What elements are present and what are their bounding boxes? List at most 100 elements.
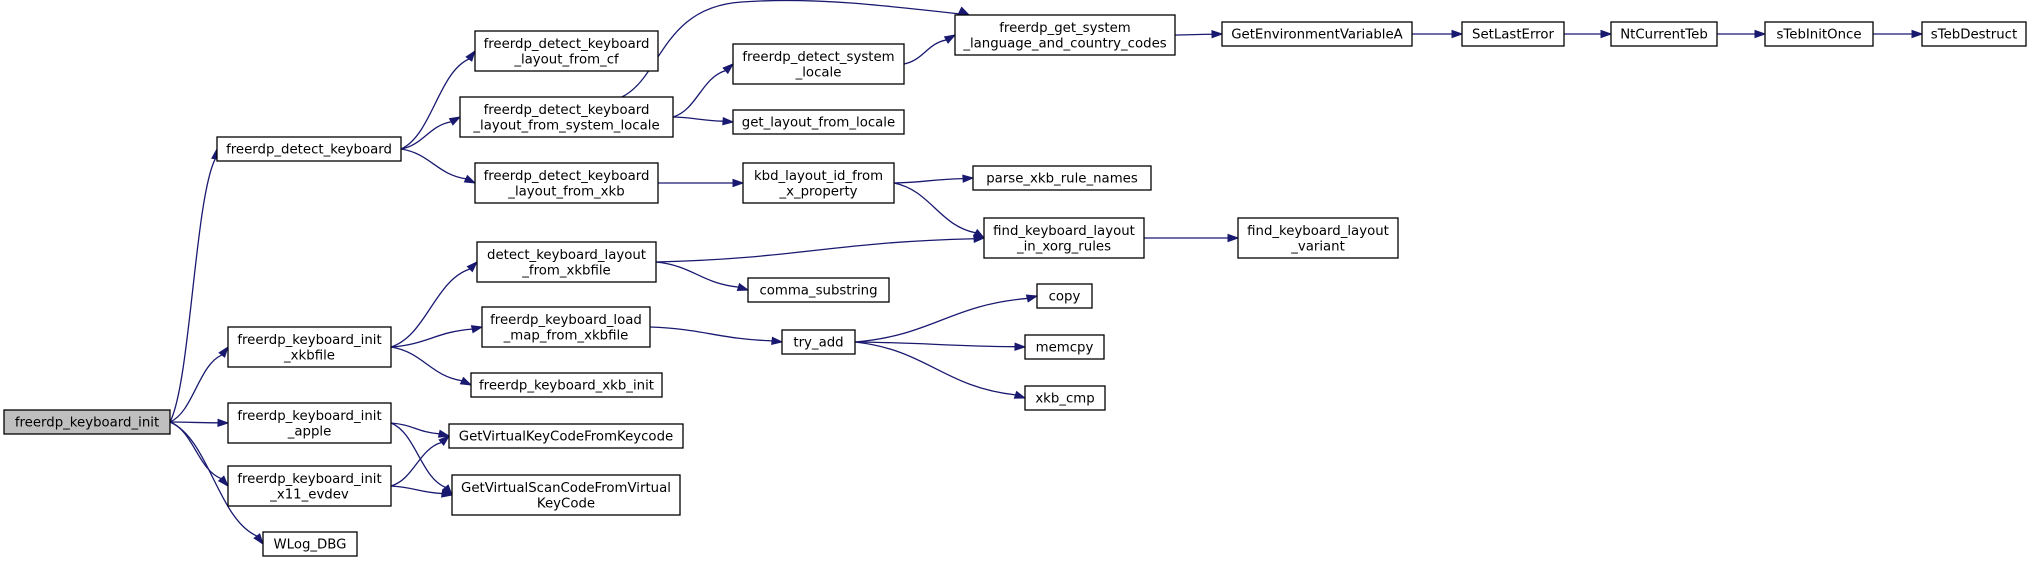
edge-arrowhead (1451, 29, 1464, 39)
edge-find-layout-to-find-variant (1143, 233, 1240, 243)
node-box (474, 162, 659, 204)
node-try-add[interactable]: try_add (781, 329, 856, 355)
edge-line (893, 177, 964, 184)
node-freerdp-detect-keyboard-layout-from-cf[interactable]: freerdp_detect_keyboard_layout_from_cf (474, 30, 659, 72)
edge-line (655, 261, 739, 288)
edge-arrowhead (438, 435, 451, 447)
node-wlog-dbg[interactable]: WLog_DBG (262, 531, 358, 557)
edge-line (400, 148, 467, 180)
node-get-layout-from-locale[interactable]: get_layout_from_locale (732, 109, 905, 135)
node-box (3, 409, 171, 435)
edge-arrowhead (1227, 233, 1240, 243)
edge-getenv-to-setlasterror (1412, 29, 1464, 39)
edge-detect-kb-to-from-xkb (400, 148, 477, 184)
node-label: _map_from_xkbfile (503, 328, 629, 343)
node-freerdp-detect-keyboard-layout-from-xkb[interactable]: freerdp_detect_keyboard_layout_from_xkb (474, 162, 659, 204)
node-freerdp-keyboard-init-apple[interactable]: freerdp_keyboard_init_apple (227, 402, 392, 444)
node-label: NtCurrentTeb (1620, 28, 1708, 43)
edge-root-to-init-xkbfile (169, 345, 229, 423)
node-label: freerdp_keyboard_init (15, 416, 159, 431)
node-kbd-layout-id-from-x-property[interactable]: kbd_layout_id_from_x_property (742, 162, 895, 204)
node-ntcurrentteb[interactable]: NtCurrentTeb (1610, 21, 1718, 47)
node-freerdp-get-system-language-and-country-codes[interactable]: freerdp_get_system_language_and_country_… (954, 14, 1176, 56)
edge-line (893, 182, 976, 234)
node-label: _x11_evdev (269, 487, 349, 502)
node-label: freerdp_keyboard_init (237, 409, 381, 424)
node-comma-substring[interactable]: comma_substring (747, 277, 890, 303)
edge-try-add-to-xkb-cmp (854, 341, 1027, 399)
node-detect-keyboard-layout-from-xkbfile[interactable]: detect_keyboard_layout_from_xkbfile (476, 241, 657, 283)
node-label: detect_keyboard_layout (487, 248, 646, 263)
node-label: freerdp_detect_keyboard (484, 169, 650, 184)
node-box (227, 326, 392, 368)
edge-line (854, 297, 1028, 343)
nodes-layer: freerdp_keyboard_init freerdp_detect_keyb… (3, 14, 2027, 557)
edge-init-xkbfile-to-detect-xkbfile (390, 260, 479, 348)
node-label: copy (1049, 290, 1081, 305)
node-label: freerdp_get_system (999, 21, 1131, 36)
edge-line (390, 328, 473, 348)
node-parse-xkb-rule-names[interactable]: parse_xkb_rule_names (972, 165, 1152, 191)
node-label: freerdp_detect_keyboard (226, 143, 392, 158)
node-freerdp-keyboard-xkb-init[interactable]: freerdp_keyboard_xkb_init (470, 372, 663, 398)
edge-root-to-detect-kb (169, 147, 220, 423)
node-freerdp-keyboard-init-x11-evdev[interactable]: freerdp_keyboard_init_x11_evdev (227, 465, 392, 507)
edge-arrowhead (973, 234, 986, 243)
node-getvirtualkeycodefromkeycode[interactable]: GetVirtualKeyCodeFromKeycode (448, 423, 684, 449)
edge-line (854, 341, 1016, 396)
edge-line (854, 341, 1016, 348)
node-label: freerdp_keyboard_xkb_init (479, 379, 654, 394)
node-stebdestruct[interactable]: sTebDestruct (1921, 21, 2027, 47)
node-box (1221, 21, 1413, 47)
node-getenvironmentvariablea[interactable]: GetEnvironmentVariableA (1221, 21, 1413, 47)
edge-detect-kb-to-from-cf (400, 49, 476, 150)
node-stebinitonce[interactable]: sTebInitOnce (1764, 21, 1874, 47)
edge-ntcurrentteb-to-stebinitonce (1717, 29, 1767, 39)
node-label: _language_and_country_codes (962, 36, 1166, 51)
edge-load-map-to-try-add (649, 326, 784, 345)
edge-line (672, 69, 726, 118)
node-box (781, 329, 856, 355)
edge-line (169, 354, 223, 423)
node-setlasterror[interactable]: SetLastError (1461, 21, 1565, 47)
node-freerdp-detect-keyboard-layout-from-system-locale[interactable]: freerdp_detect_keyboard_layout_from_syst… (459, 96, 674, 138)
edge-line (390, 485, 443, 495)
edge-arrowhead (217, 475, 230, 488)
edge-line (649, 326, 773, 342)
edge-line (169, 421, 219, 424)
node-freerdp-keyboard-load-map-from-xkbfile[interactable]: freerdp_keyboard_load_map_from_xkbfile (481, 306, 651, 348)
node-label: kbd_layout_id_from (754, 169, 883, 184)
edge-arrowhead (771, 336, 784, 345)
edge-root-to-wlog (169, 421, 264, 546)
edge-from-locale-to-get-layout (672, 116, 735, 126)
node-label: KeyCode (537, 496, 595, 511)
node-freerdp-detect-system-locale[interactable]: freerdp_detect_system_locale (732, 43, 905, 85)
edge-init-apple-to-vk-from-kc (390, 422, 451, 438)
node-xkb-cmp[interactable]: xkb_cmp (1024, 385, 1106, 411)
node-box (1024, 385, 1106, 411)
edge-line (1174, 33, 1213, 36)
edge-line (672, 116, 724, 122)
node-freerdp-keyboard-init-xkbfile[interactable]: freerdp_keyboard_init_xkbfile (227, 326, 392, 368)
node-box (216, 136, 402, 162)
node-freerdp-keyboard-init[interactable]: freerdp_keyboard_init (3, 409, 171, 435)
node-freerdp-detect-keyboard[interactable]: freerdp_detect_keyboard (216, 136, 402, 162)
node-label: _layout_from_xkb (507, 184, 624, 199)
edge-stebinitonce-to-stebdestruct (1873, 29, 1924, 39)
node-label: sTebInitOnce (1776, 28, 1861, 43)
node-box (954, 14, 1176, 56)
edge-kbd-layout-id-to-parse-xkb (893, 174, 975, 184)
node-label: _locale (795, 65, 842, 80)
node-find-keyboard-layout-in-xorg-rules[interactable]: find_keyboard_layout_in_xorg_rules (983, 217, 1145, 259)
node-find-keyboard-layout-variant[interactable]: find_keyboard_layout_variant (1237, 217, 1399, 259)
node-copy[interactable]: copy (1036, 283, 1093, 309)
node-box (227, 402, 392, 444)
edge-arrowhead (736, 282, 750, 291)
node-box (476, 241, 657, 283)
node-label: freerdp_detect_system (742, 50, 894, 65)
edge-root-to-init-x11 (169, 421, 230, 488)
edge-arrowhead (1600, 29, 1613, 39)
node-memcpy[interactable]: memcpy (1024, 334, 1105, 360)
edge-setlasterror-to-ntcurrentteb (1564, 29, 1613, 39)
